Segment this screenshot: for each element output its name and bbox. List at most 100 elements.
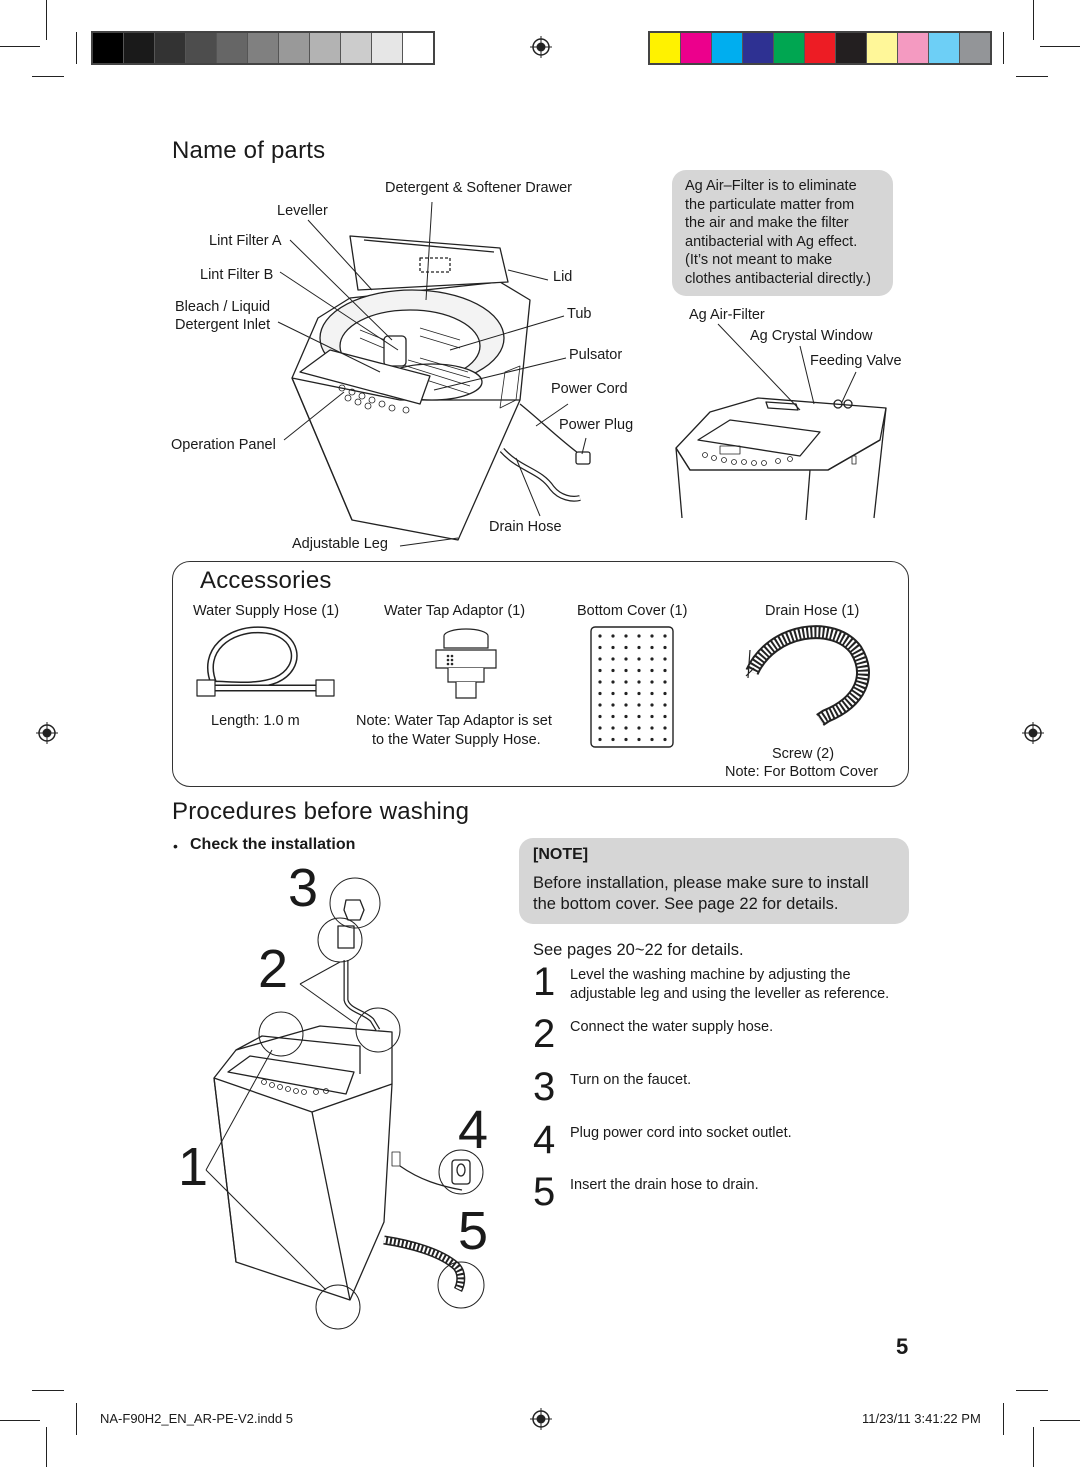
color-swatch <box>93 33 124 63</box>
cover-hole <box>624 726 628 730</box>
cover-hole <box>650 657 654 661</box>
cover-hole <box>637 726 641 730</box>
cover-hole <box>663 703 667 707</box>
cover-hole <box>650 714 654 719</box>
cover-hole <box>598 737 602 742</box>
label-pulsator: Pulsator <box>569 347 623 363</box>
note-box <box>519 838 909 924</box>
top-panel-illustration <box>675 323 887 521</box>
cover-hole <box>611 657 615 661</box>
check-installation-heading: Check the installation <box>190 836 356 853</box>
cover-hole <box>637 737 641 742</box>
screw-label: Screw (2) <box>772 746 835 762</box>
cover-hole <box>650 668 654 673</box>
cover-hole <box>624 714 628 719</box>
cover-hole <box>611 714 615 719</box>
color-swatch <box>155 33 186 63</box>
cover-hole <box>624 634 628 638</box>
diagram-number-1: 1 <box>178 1137 209 1197</box>
color-swatch <box>898 33 929 63</box>
color-swatch <box>681 33 712 63</box>
cover-hole <box>598 645 602 650</box>
accessory-bottom-cover: Bottom Cover (1) <box>577 603 688 619</box>
hose-length-note: Length: 1.0 m <box>211 713 300 729</box>
cover-hole <box>611 691 615 696</box>
registration-mark-icon <box>530 1408 552 1430</box>
accessories-illustrations <box>196 625 870 748</box>
cover-hole <box>650 645 654 650</box>
registration-mark-icon <box>1022 722 1044 744</box>
step-1-text: Level the washing machine by adjusting t… <box>570 967 890 1002</box>
cover-hole <box>598 703 602 707</box>
color-swatch <box>341 33 372 63</box>
step-2-number: 2 <box>533 1012 556 1056</box>
cover-hole <box>637 634 641 638</box>
color-swatch <box>836 33 867 63</box>
cmyk-color-bar <box>648 31 992 65</box>
label-adjustable-leg: Adjustable Leg <box>292 536 388 552</box>
cover-hole <box>624 691 628 696</box>
cover-hole <box>598 668 602 673</box>
color-swatch <box>867 33 898 63</box>
cover-hole <box>637 680 641 684</box>
bullet: • <box>173 838 178 854</box>
color-swatch <box>929 33 960 63</box>
footer-file-name: NA-F90H2_EN_AR-PE-V2.indd 5 <box>100 1411 293 1426</box>
label-ag-air-filter: Ag Air-Filter <box>689 307 765 323</box>
cover-hole <box>598 726 602 730</box>
label-lint-filter-b: Lint Filter B <box>200 267 274 283</box>
label-lint-filter-a: Lint Filter A <box>209 233 282 249</box>
color-swatch <box>712 33 743 63</box>
cover-hole <box>598 657 602 661</box>
cover-hole <box>624 668 628 673</box>
step-1-number: 1 <box>533 960 556 1004</box>
label-operation-panel: Operation Panel <box>171 437 276 453</box>
ag-filter-note-box <box>672 170 893 296</box>
cover-hole <box>611 737 615 742</box>
cover-hole <box>650 680 654 684</box>
color-swatch <box>124 33 155 63</box>
cover-hole <box>637 714 641 719</box>
color-swatch <box>372 33 403 63</box>
accessories-box <box>172 561 909 787</box>
accessory-drain-hose: Drain Hose (1) <box>765 603 860 619</box>
cover-hole <box>650 726 654 730</box>
procedures-title: Procedures before washing <box>172 798 470 825</box>
cover-hole <box>663 645 667 650</box>
cover-hole <box>637 691 641 696</box>
color-swatch <box>186 33 217 63</box>
label-feeding-valve: Feeding Valve <box>810 353 902 369</box>
installation-illustration <box>205 877 485 1330</box>
note-line1: Before installation, please make sure to… <box>533 874 869 892</box>
cover-hole <box>611 703 615 707</box>
accessory-water-supply-hose: Water Supply Hose (1) <box>193 603 340 619</box>
color-swatch <box>805 33 836 63</box>
accessories-title: Accessories <box>196 567 336 595</box>
cover-hole <box>663 737 667 742</box>
adaptor-note-line2: to the Water Supply Hose. <box>372 732 541 748</box>
label-leveller: Leveller <box>277 203 328 219</box>
cover-hole <box>637 668 641 673</box>
screw-note: Note: For Bottom Cover <box>725 764 879 780</box>
step-4-number: 4 <box>533 1118 556 1162</box>
diagram-number-5: 5 <box>458 1201 489 1261</box>
washing-machine-illustration <box>277 201 591 547</box>
diagram-number-3: 3 <box>288 858 319 918</box>
step-5-text: Insert the drain hose to drain. <box>570 1177 759 1193</box>
cover-hole <box>663 668 667 673</box>
step-4-text: Plug power cord into socket outlet. <box>570 1125 792 1141</box>
cover-hole <box>663 714 667 719</box>
cover-hole <box>637 657 641 661</box>
color-swatch <box>403 33 433 63</box>
cover-hole <box>663 691 667 696</box>
cover-hole <box>624 737 628 742</box>
cover-hole <box>598 680 602 684</box>
cover-hole <box>624 645 628 650</box>
label-power-cord: Power Cord <box>551 381 628 397</box>
color-swatch <box>774 33 805 63</box>
label-drain-hose: Drain Hose <box>489 519 562 535</box>
diagram-number-4: 4 <box>458 1100 489 1160</box>
step-3-text: Turn on the faucet. <box>570 1072 692 1088</box>
registration-mark-icon <box>530 36 552 58</box>
cover-hole <box>598 714 602 719</box>
